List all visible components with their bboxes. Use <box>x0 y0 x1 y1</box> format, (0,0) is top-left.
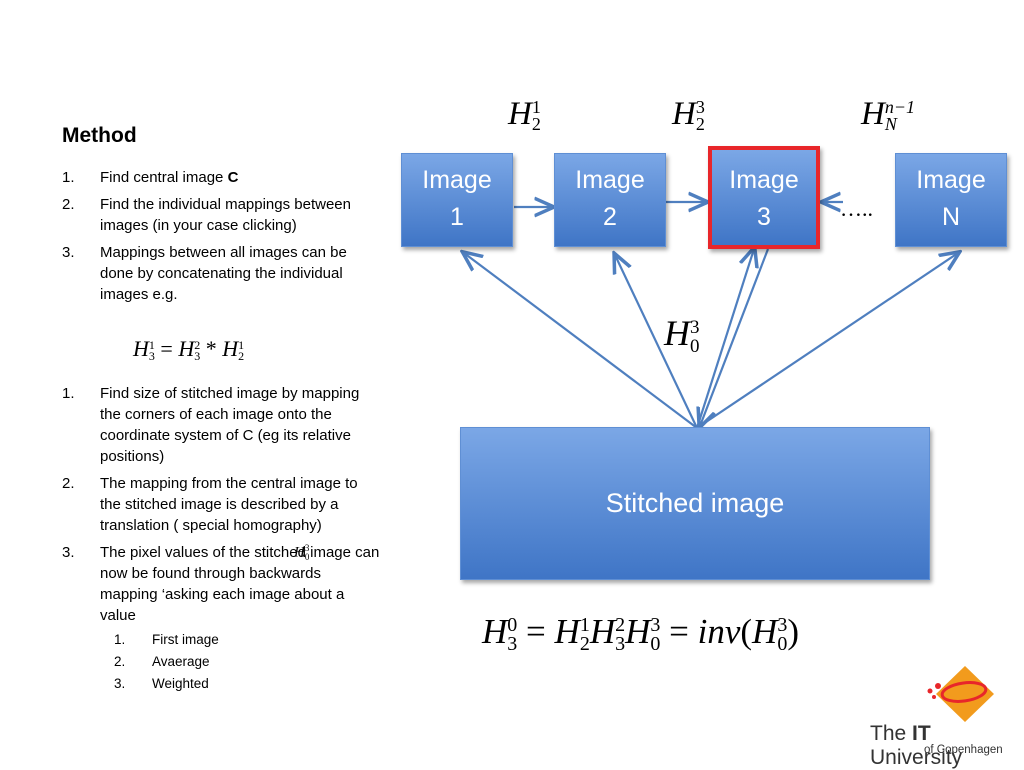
stitched-image-box: Stitched image <box>460 427 930 580</box>
image-1-box: Image 1 <box>401 153 513 247</box>
sub-list-item: 3.Weighted <box>114 676 209 691</box>
list-item: 2.Find the individual mappings between i… <box>62 196 351 234</box>
arrow-image3-to-stitched <box>700 248 770 426</box>
itu-logo-icon <box>927 666 994 722</box>
ellipsis: ….. <box>840 196 873 221</box>
itu-logo-subtitle: of Copenhagen <box>924 744 1003 756</box>
arrow-stitched-to-image1 <box>464 253 698 429</box>
list-item: 2.The mapping from the central image to … <box>62 475 358 534</box>
slide-title: Method <box>62 124 137 147</box>
sub-list-item: 2.Avaerage <box>114 654 210 669</box>
arrow-stitched-to-image3-a <box>695 249 754 429</box>
arrow-stitched-to-imageN <box>696 253 958 429</box>
itu-logo-text: The IT University <box>870 722 963 769</box>
image-3-box-highlighted: Image 3 <box>708 146 820 249</box>
steps-list-2: 1.Find size of stitched image by mapping… <box>62 383 382 701</box>
list-item: 3.Mappings between all images can be don… <box>62 244 347 303</box>
image-n-box: Image N <box>895 153 1007 247</box>
sub-list: 1.First image 2.Avaerage 3.Weighted <box>100 629 382 695</box>
sub-list-item: 1.First image <box>114 632 219 647</box>
image-2-box: Image 2 <box>554 153 666 247</box>
list-item: 1.Find central image C <box>62 169 239 186</box>
list-item: 1.Find size of stitched image by mapping… <box>62 385 360 465</box>
steps-list-1: 1.Find central image C 2.Find the indivi… <box>62 167 382 311</box>
arrow-stitched-to-image2 <box>615 255 698 429</box>
list-item: 3.The pixel values of the stitched image… <box>62 542 382 695</box>
